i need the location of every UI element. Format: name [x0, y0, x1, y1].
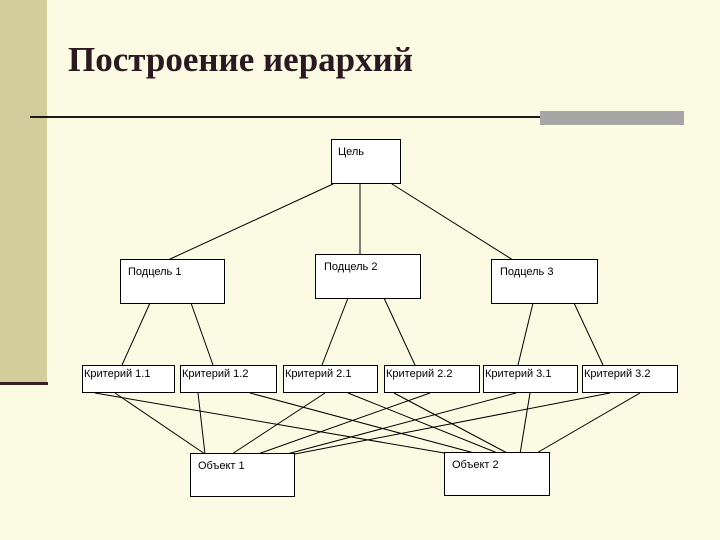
link-criterion-2-2-object-1: [257, 392, 431, 455]
subgoal-label-3: Подцель 3: [500, 266, 554, 278]
side-strip-underline: [0, 382, 48, 385]
link-subgoal-1-criterion-1-1: [121, 302, 151, 366]
slide-title: Построение иерархий: [68, 40, 413, 79]
criterion-label-1-1: Критерий 1.1: [84, 368, 151, 380]
link-criterion-1-2-object-1: [197, 392, 206, 455]
link-criterion-3-1-object-1: [286, 392, 517, 455]
link-criterion-2-1-object-1: [231, 392, 326, 455]
link-criterion-1-2-object-2: [249, 392, 479, 455]
title-accent-bar: [540, 111, 684, 125]
criterion-box-1-2: Критерий 1.2: [180, 365, 277, 393]
link-subgoal-2-criterion-2-2: [383, 297, 416, 366]
link-goal-subgoal-3: [391, 183, 514, 261]
criterion-label-2-1: Критерий 2.1: [285, 368, 352, 380]
link-criterion-3-2-object-2: [534, 392, 641, 455]
link-criterion-2-2-object-2: [393, 392, 510, 455]
object-label-1: Объект 1: [198, 460, 245, 472]
title-rule: [30, 116, 542, 118]
subgoal-box-3: Подцель 3: [491, 259, 598, 304]
goal-box: Цель: [331, 139, 401, 184]
subgoal-label-2: Подцель 2: [324, 261, 378, 273]
link-subgoal-2-criterion-2-1: [321, 297, 349, 366]
link-criterion-1-1-object-1: [114, 392, 206, 455]
criterion-label-3-1: Критерий 3.1: [485, 368, 552, 380]
link-goal-subgoal-1: [167, 183, 334, 261]
link-subgoal-3-criterion-3-1: [517, 302, 534, 366]
criterion-label-1-2: Критерий 1.2: [182, 368, 249, 380]
criterion-box-2-1: Критерий 2.1: [283, 365, 378, 393]
subgoal-label-1: Подцель 1: [128, 266, 182, 278]
criterion-box-1-1: Критерий 1.1: [82, 365, 175, 393]
goal-label: Цель: [338, 146, 365, 158]
object-box-1: Объект 1: [190, 453, 295, 497]
criterion-label-2-2: Критерий 2.2: [386, 368, 453, 380]
link-criterion-2-1-object-2: [347, 392, 501, 455]
object-box-2: Объект 2: [444, 452, 550, 496]
subgoal-box-2: Подцель 2: [315, 254, 421, 299]
subgoal-box-1: Подцель 1: [120, 259, 225, 304]
criterion-box-3-2: Критерий 3.2: [582, 365, 678, 393]
link-criterion-3-1-object-2: [519, 392, 531, 455]
criterion-label-3-2: Критерий 3.2: [584, 368, 651, 380]
link-subgoal-3-criterion-3-2: [573, 302, 604, 366]
criterion-box-3-1: Критерий 3.1: [483, 365, 578, 393]
object-label-2: Объект 2: [452, 459, 499, 471]
link-subgoal-1-criterion-1-2: [190, 302, 214, 366]
criterion-box-2-2: Критерий 2.2: [384, 365, 480, 393]
link-criterion-1-1-object-2: [94, 392, 451, 455]
side-strip: [0, 0, 47, 382]
